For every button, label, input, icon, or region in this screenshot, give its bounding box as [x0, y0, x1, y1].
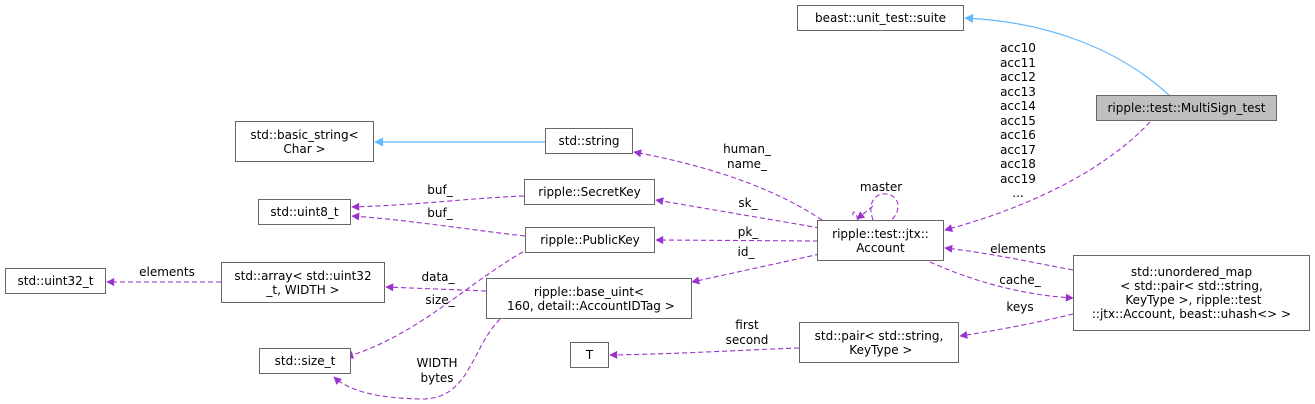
node-beast-unit-test-suite[interactable]: beast::unit_test::suite	[797, 5, 964, 31]
edge-label-id: id_	[737, 245, 755, 259]
node-basic-string[interactable]: std::basic_string< Char >	[235, 121, 374, 162]
edge-secretkey-to-uint8	[351, 195, 525, 211]
node-unordered-map[interactable]: std::unordered_map < std::pair< std::str…	[1073, 255, 1310, 331]
node-std-uint32-t[interactable]: std::uint32_t	[5, 268, 106, 294]
edge-account-self-master-head	[856, 205, 874, 220]
edge-account-to-base-uint	[691, 253, 821, 285]
edge-label-master: master	[859, 180, 903, 194]
edge-label-human-name: human_ name_	[723, 142, 771, 171]
edge-unordered-map-to-account	[944, 244, 1074, 271]
edge-publickey-to-size-t	[345, 247, 531, 359]
edge-label-acc-list: acc10 acc11 acc12 acc13 acc14 acc15 acc1…	[1000, 41, 1036, 200]
node-template-T[interactable]: T	[570, 342, 609, 368]
edge-label-sk: sk_	[738, 196, 758, 210]
node-multisign-test[interactable]: ripple::test::MultiSign_test	[1096, 95, 1277, 121]
node-public-key[interactable]: ripple::PublicKey	[525, 227, 655, 253]
node-secret-key[interactable]: ripple::SecretKey	[524, 179, 655, 205]
edge-label-cache: cache_	[999, 273, 1041, 287]
edge-multisign-to-suite	[964, 13, 1171, 97]
edge-account-to-string	[633, 149, 823, 221]
edge-label-data: data_	[421, 270, 455, 284]
edge-label-buf-secret: buf_	[427, 183, 453, 197]
node-std-array[interactable]: std::array< std::uint32 _t, WIDTH >	[221, 262, 385, 303]
node-std-uint8-t[interactable]: std::uint8_t	[258, 199, 351, 225]
edge-base-uint-to-array	[385, 283, 487, 292]
edge-label-pk: pk_	[737, 225, 759, 239]
edge-label-width-bytes: WIDTH bytes	[416, 356, 458, 385]
edge-account-to-secretkey	[655, 197, 821, 229]
edge-label-size: size_	[425, 293, 455, 307]
edge-label-elements-account: elements	[990, 242, 1046, 256]
edge-base-uint-to-size-t	[333, 318, 501, 400]
node-jtx-account[interactable]: ripple::test::jtx:: Account	[817, 220, 944, 261]
node-std-pair[interactable]: std::pair< std::string, KeyType >	[799, 322, 959, 363]
edge-account-to-publickey	[655, 236, 819, 245]
edge-unordered-map-to-pair	[959, 313, 1074, 339]
edge-publickey-to-uint8	[351, 212, 526, 237]
node-std-string[interactable]: std::string	[545, 128, 633, 154]
node-std-size-t[interactable]: std::size_t	[259, 348, 351, 374]
node-base-uint[interactable]: ripple::base_uint< 160, detail::AccountI…	[486, 278, 692, 319]
edge-label-elements-uint32: elements	[139, 265, 195, 279]
edge-label-keys: keys	[1006, 300, 1034, 314]
edge-account-to-unordered-map	[929, 261, 1074, 302]
edge-pair-to-T	[609, 347, 800, 359]
edge-multisign-to-account	[944, 121, 1151, 233]
edge-label-buf-public: buf_	[427, 206, 453, 220]
edge-label-first-second: first second	[725, 318, 769, 347]
